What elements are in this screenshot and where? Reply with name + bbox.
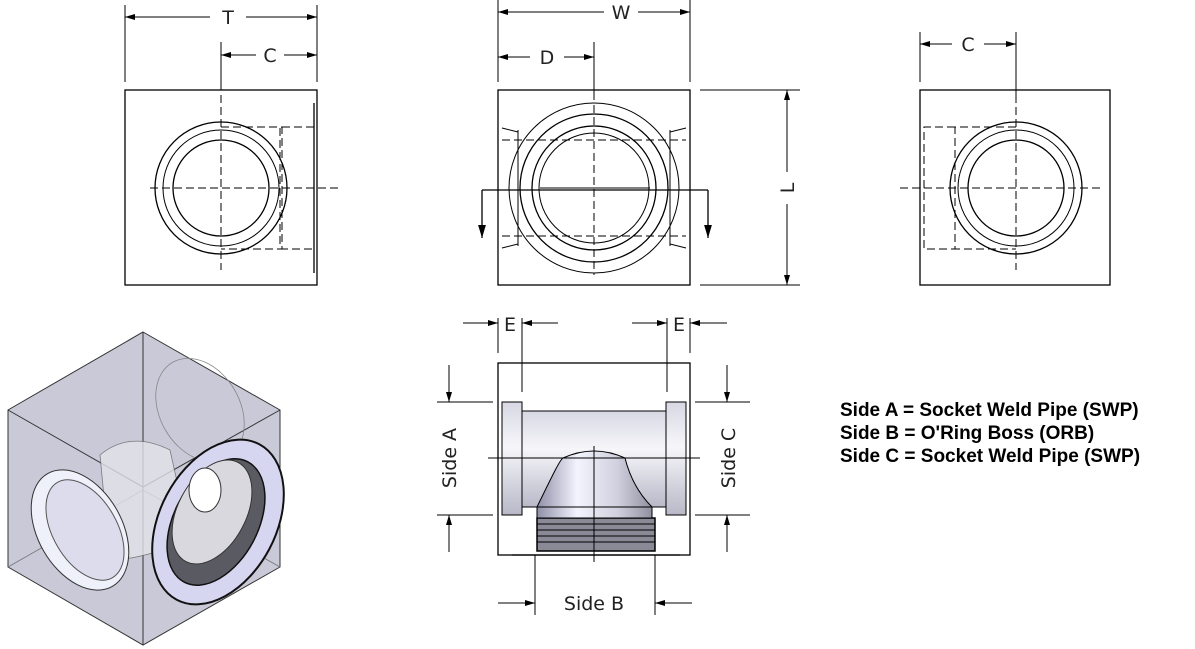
side-a-label: Side A [439, 428, 461, 488]
dimension-e-right-label: E [673, 314, 685, 336]
legend-side-b: Side B = O'Ring Boss (ORB) [840, 423, 1094, 444]
isometric-view [7, 331, 285, 646]
legend-side-a: Side A = Socket Weld Pipe (SWP) [840, 400, 1139, 421]
dimension-e-left-label: E [504, 314, 516, 336]
legend-side-c: Side C = Socket Weld Pipe (SWP) [840, 446, 1140, 467]
side-b-label: Side B [564, 593, 624, 615]
dimension-w-label: W [612, 2, 631, 24]
dimension-c-left-label: C [263, 45, 276, 67]
right-side-view: C [900, 32, 1111, 286]
dimension-l-label: L [777, 182, 799, 193]
side-legend: Side A = Socket Weld Pipe (SWP) Side B =… [840, 400, 1140, 467]
section-view: E E Side A Side C Side B [437, 314, 750, 615]
front-view: W D L [478, 0, 800, 286]
dimension-t-label: T [221, 7, 234, 29]
dimension-d-label: D [540, 47, 555, 69]
side-c-label: Side C [718, 428, 740, 488]
dimension-c-right-label: C [961, 34, 974, 56]
left-side-view: T C [124, 5, 338, 286]
